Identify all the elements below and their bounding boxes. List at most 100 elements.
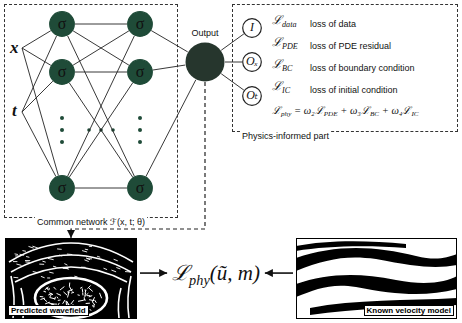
speckle [100,293,102,298]
speckle [90,309,92,311]
speckle [49,293,52,294]
speckle [81,267,85,268]
text-holder: loss of boundary condition [310,57,415,75]
speckle [86,258,92,259]
speckle [26,256,29,258]
speckle [41,276,45,277]
wavefield-image: Predicted wavefield [5,238,137,319]
ellipsis-dot [60,128,64,132]
node-outline [185,42,225,82]
node-circle [243,19,262,38]
speckle [92,302,95,305]
input-wire [22,31,51,48]
speckle [85,249,88,251]
connector [151,31,188,52]
text-holder: σ [49,175,75,201]
wavefront [15,267,127,282]
speckle [60,287,64,291]
text-holder: Predicted wavefield [8,305,89,316]
ellipsis-dot [60,140,64,144]
speckle [50,298,55,299]
input-wire [22,81,53,112]
loss-symbol: ℒIC [272,80,290,94]
speckle [48,288,49,290]
activation-symbol: σ [58,15,67,33]
speckle [63,267,69,269]
speckle [63,268,68,269]
speckle [57,297,58,299]
text-holder: loss of initial condition [310,79,398,97]
velocity-layer [296,248,457,271]
text-holder: Known velocity model [364,305,454,316]
speckle [85,289,86,291]
speckle [47,277,50,278]
speckle [86,303,90,304]
formula-arrow [265,272,293,274]
speckle [50,295,52,298]
speckle [40,296,44,297]
speckle [82,251,87,252]
text-holder: Output [173,28,237,38]
subscript: IC [411,110,418,118]
subscript: phy [189,272,210,288]
wavefront [128,276,131,318]
speckle [58,300,61,301]
speckle [92,297,94,302]
speckle [48,258,54,259]
velocity-layer [310,298,457,315]
physics-loss-formula: ℒphy(ũ, m) [172,261,260,285]
text-holder: ℒdata [272,10,297,28]
activation-symbol: σ [58,63,67,81]
node-circle [50,60,75,85]
subscript: IC [282,86,290,95]
node-circle [50,12,75,37]
ellipsis-dot [60,116,64,120]
text-holder: Oₜ [242,86,262,106]
speckle [54,287,56,290]
speckle [125,271,131,272]
connector [73,31,129,65]
loss-description: loss of initial condition [310,85,398,95]
wavefront [11,255,131,272]
speckle [53,266,56,268]
speckle [92,305,94,307]
text-holder: Physics-informed part [240,125,331,143]
speckle [29,246,34,248]
speckle [33,271,38,272]
subscript: data [282,20,297,29]
speckle [74,276,77,278]
text-holder: t [12,101,17,121]
speckle [25,261,29,262]
loss-symbol: ℒPDE [272,36,298,50]
operator-node: Oₓ [242,52,262,72]
subscript: PDE [282,42,298,51]
speckle [67,254,72,256]
text-holder: ℒIC [272,76,290,94]
speckle [15,253,18,255]
input-variable: t [12,101,17,121]
speckle [78,294,80,296]
ellipsis-dot [138,128,142,132]
speckle [69,287,72,292]
activation-symbol: σ [136,15,145,33]
sigma-neuron: σ [127,59,153,85]
speckle [15,255,20,256]
speckle [89,299,94,301]
network-title: Common network ℱ(x, t; θ) [35,217,147,227]
text-holder: ℒphy(ũ, m) [172,261,260,285]
connector [221,34,244,50]
sigma-neuron: σ [49,59,75,85]
speckle [84,260,88,262]
node-circle [128,176,153,201]
operator-symbol: Oₜ [246,89,258,103]
activation-symbol: σ [136,179,145,197]
speckle [80,287,82,288]
speckle [89,246,92,247]
text-holder: σ [127,11,153,37]
speckle [82,292,83,295]
operator-symbol: Oₓ [246,55,258,69]
speckle [22,250,25,252]
speckle [69,283,70,287]
subscript: PDE [324,110,338,118]
